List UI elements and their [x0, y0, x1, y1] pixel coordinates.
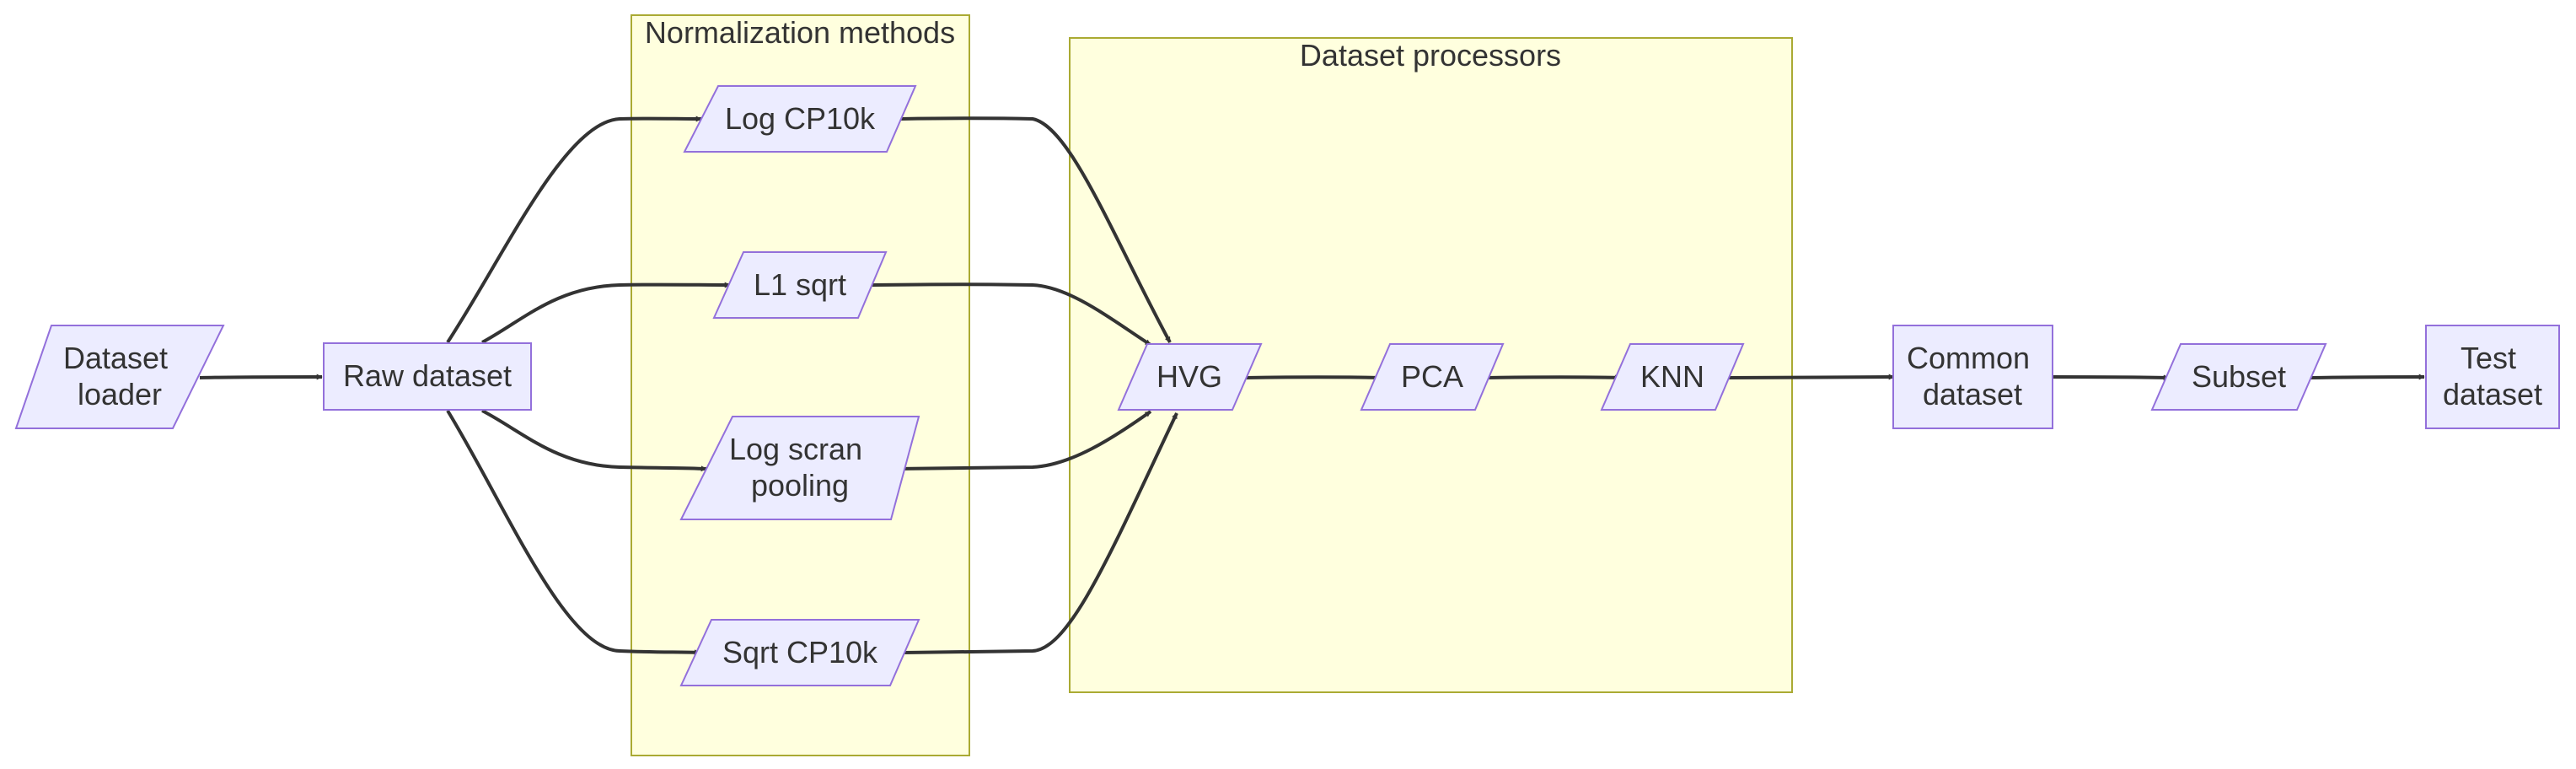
node-sqrt-cp10k: Sqrt CP10k	[679, 619, 920, 686]
node-common-dataset: Common dataset	[1892, 325, 2053, 429]
node-l1-sqrt: L1 sqrt	[712, 251, 888, 319]
edge-raw-to-log-scran	[481, 409, 707, 472]
edge-loader-to-raw	[199, 374, 323, 380]
node-dataset-loader-line-1: Dataset	[63, 341, 168, 375]
node-log-scran-pooling-line-2: pooling	[751, 468, 849, 503]
edge-raw-to-sqrt-cp10k	[446, 409, 700, 656]
edge-sqrt-cp10k-to-hvg	[903, 412, 1178, 654]
node-log-scran-pooling: Log scran pooling	[679, 416, 920, 520]
node-test-dataset-line-2: dataset	[2443, 377, 2542, 411]
node-pca: PCA	[1360, 343, 1505, 411]
node-log-cp10k-label: Log CP10k	[725, 101, 876, 136]
node-raw-dataset: Raw dataset	[323, 342, 532, 411]
edges	[199, 116, 2425, 656]
node-common-dataset-line-1: Common	[1907, 341, 2030, 375]
node-common-dataset-line-2: dataset	[1923, 377, 2022, 411]
edge-raw-to-l1-sqrt	[481, 282, 731, 344]
edge-pca-to-knn	[1486, 374, 1621, 381]
node-raw-dataset-label: Raw dataset	[343, 358, 512, 393]
node-dataset-loader-line-2: loader	[78, 377, 162, 411]
svg-text:Log scran pooling: Log scran pooling	[729, 432, 871, 503]
svg-text:Common dataset: Common dataset	[1907, 341, 2038, 411]
svg-text:Test dataset: Test dataset	[2443, 341, 2542, 411]
cluster-processors-label: Dataset processors	[1300, 38, 1561, 73]
cluster-normalization-label: Normalization methods	[645, 15, 955, 50]
node-pca-label: PCA	[1401, 359, 1463, 394]
node-hvg: HVG	[1117, 343, 1263, 411]
edge-log-cp10k-to-hvg	[900, 116, 1172, 343]
edge-raw-to-log-cp10k	[446, 116, 702, 344]
node-dataset-loader: Dataset loader	[14, 325, 225, 429]
edge-common-to-subset	[2051, 374, 2170, 381]
svg-text:Dataset loader: Dataset loader	[63, 341, 176, 411]
edge-l1-sqrt-to-hvg	[872, 282, 1152, 347]
node-knn-label: KNN	[1640, 359, 1704, 394]
node-test-dataset-line-1: Test	[2461, 341, 2516, 375]
edge-log-scran-to-hvg	[895, 410, 1152, 471]
node-subset: Subset	[2150, 343, 2327, 411]
node-log-scran-pooling-line-1: Log scran	[729, 432, 862, 466]
node-subset-label: Subset	[2192, 359, 2286, 394]
node-knn: KNN	[1600, 343, 1745, 411]
node-hvg-label: HVG	[1157, 359, 1222, 394]
edge-subset-to-test	[2309, 374, 2425, 380]
edge-knn-to-common	[1727, 374, 1895, 380]
node-log-cp10k: Log CP10k	[683, 85, 917, 153]
node-l1-sqrt-label: L1 sqrt	[754, 267, 846, 302]
edge-hvg-to-pca	[1245, 374, 1382, 381]
node-test-dataset: Test dataset	[2425, 325, 2560, 429]
node-sqrt-cp10k-label: Sqrt CP10k	[722, 635, 878, 670]
